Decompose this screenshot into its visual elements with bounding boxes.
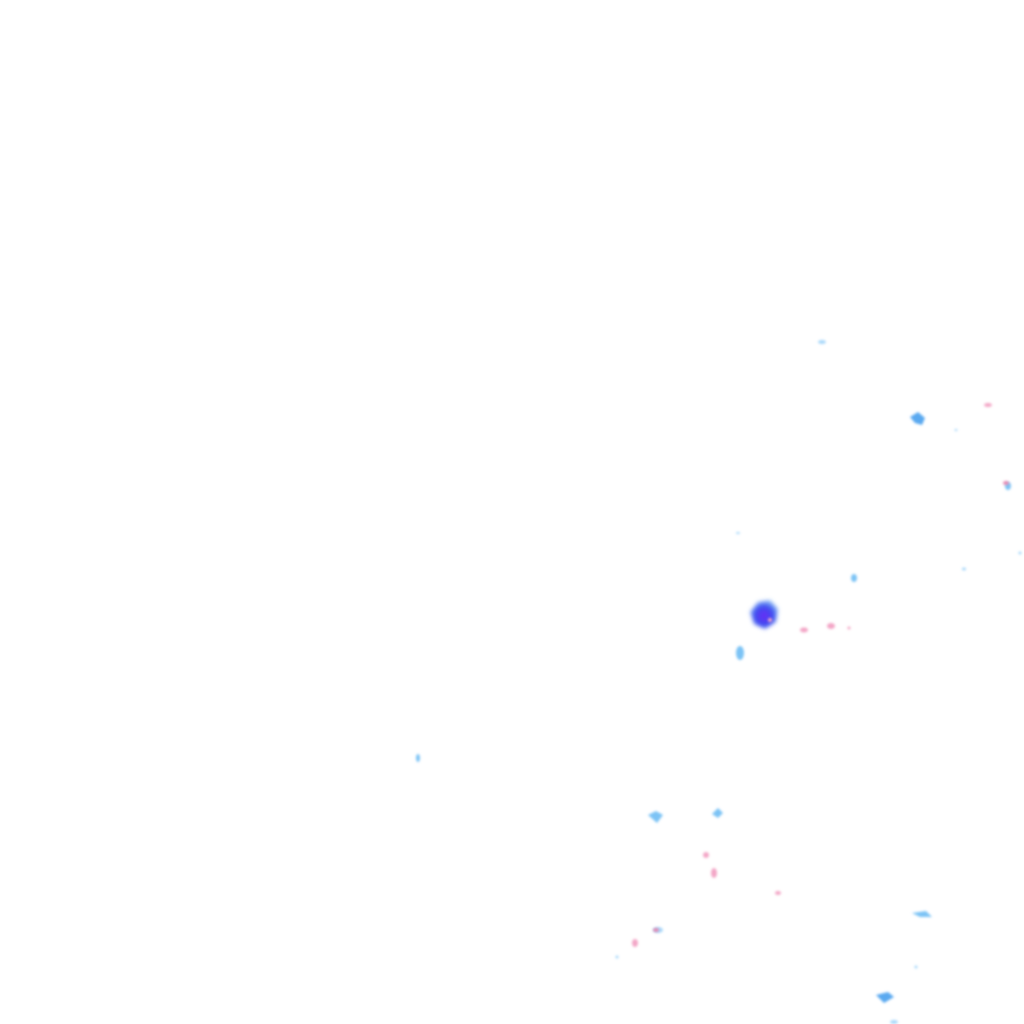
speck xyxy=(914,965,918,969)
speck xyxy=(703,852,709,858)
central-blob xyxy=(750,600,778,629)
speck xyxy=(736,646,744,660)
speck xyxy=(890,1020,898,1024)
central-pink-dot xyxy=(768,618,772,622)
speck xyxy=(1018,551,1022,555)
speck xyxy=(653,928,659,932)
speck xyxy=(736,532,740,534)
speck xyxy=(416,754,420,762)
speck xyxy=(615,955,619,959)
pink-speckles xyxy=(615,403,1022,969)
speck xyxy=(912,911,932,917)
speck xyxy=(827,623,835,629)
speck xyxy=(775,891,781,895)
speck xyxy=(984,403,992,407)
speck xyxy=(876,992,894,1003)
speck xyxy=(800,627,808,633)
speck xyxy=(954,429,958,431)
speck xyxy=(851,574,857,582)
speck xyxy=(962,567,966,571)
speck xyxy=(910,412,925,425)
speck xyxy=(648,811,663,823)
speck xyxy=(712,808,723,818)
speck xyxy=(711,868,717,878)
speck xyxy=(1003,481,1009,485)
blue-speckles xyxy=(416,340,1011,1024)
speck xyxy=(632,939,638,947)
speck xyxy=(818,340,826,344)
speck xyxy=(847,626,851,630)
